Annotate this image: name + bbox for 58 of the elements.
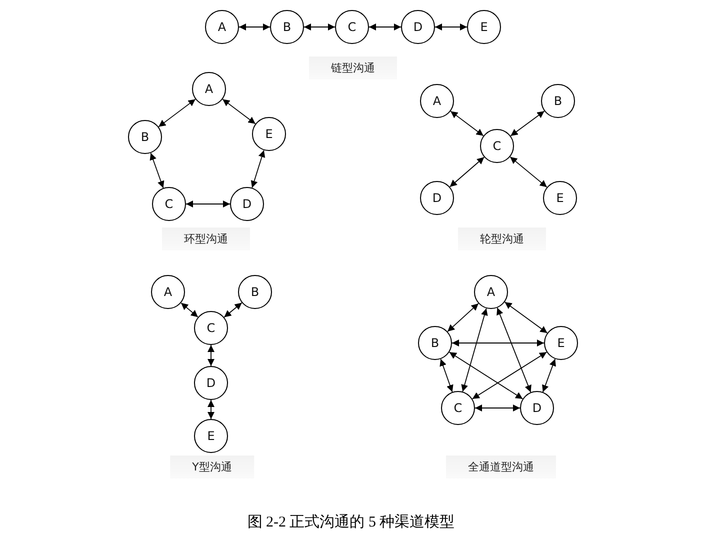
circle-node: B: [270, 10, 304, 44]
circle-node: D: [520, 391, 554, 425]
circle-node: E: [544, 326, 578, 360]
double-arrow: [238, 24, 270, 30]
circle-node: B: [128, 120, 162, 154]
circle-node: E: [467, 10, 501, 44]
circle-node: A: [474, 275, 508, 309]
double-arrow: [472, 352, 548, 400]
double-arrow: [504, 302, 548, 334]
circle-node: E: [252, 117, 286, 151]
double-arrow: [222, 98, 256, 124]
circle-node: A: [192, 72, 226, 106]
circle-node: B: [418, 326, 452, 360]
circle-node: D: [194, 366, 228, 400]
double-arrow: [304, 24, 336, 30]
circle-node: C: [441, 391, 475, 425]
figure-caption: 图 2-2 正式沟通的 5 种渠道模型: [247, 513, 455, 532]
circle-node: B: [541, 84, 575, 118]
circle-node: C: [335, 10, 369, 44]
circle-node: D: [230, 187, 264, 221]
circle-node: B: [238, 275, 272, 309]
double-arrow: [368, 24, 402, 30]
double-arrow: [224, 302, 242, 318]
double-arrow: [496, 307, 532, 393]
diagram-label: 轮型沟通: [458, 228, 546, 250]
double-arrow: [452, 340, 544, 346]
circle-node: E: [543, 181, 577, 215]
double-arrow: [150, 152, 164, 188]
double-arrow: [542, 358, 556, 392]
diagram-label: Y型沟通: [170, 456, 254, 478]
circle-node: C: [152, 187, 186, 221]
diagram-label: 链型沟通: [309, 56, 397, 80]
circle-node: D: [401, 10, 435, 44]
double-arrow: [449, 156, 485, 188]
circle-node: A: [420, 84, 454, 118]
double-arrow: [440, 358, 454, 392]
double-arrow: [250, 150, 266, 188]
double-arrow: [461, 308, 488, 392]
double-arrow: [186, 200, 230, 208]
circle-node: A: [151, 275, 185, 309]
double-arrow: [510, 156, 548, 188]
diagram-label: 全通道型沟通: [446, 456, 556, 478]
double-arrow: [180, 302, 198, 318]
circle-node: C: [194, 311, 228, 345]
double-arrow: [434, 24, 468, 30]
circle-node: E: [194, 419, 228, 453]
circle-node: A: [205, 10, 239, 44]
circle-node: D: [420, 181, 454, 215]
double-arrow: [450, 110, 484, 136]
double-arrow: [474, 404, 520, 412]
double-arrow: [448, 352, 524, 400]
diagram-label: 环型沟通: [162, 228, 250, 250]
double-arrow: [158, 98, 196, 128]
double-arrow: [447, 303, 479, 332]
double-arrow: [208, 400, 214, 420]
double-arrow: [208, 344, 214, 366]
double-arrow: [510, 110, 545, 136]
circle-node: C: [480, 129, 514, 163]
